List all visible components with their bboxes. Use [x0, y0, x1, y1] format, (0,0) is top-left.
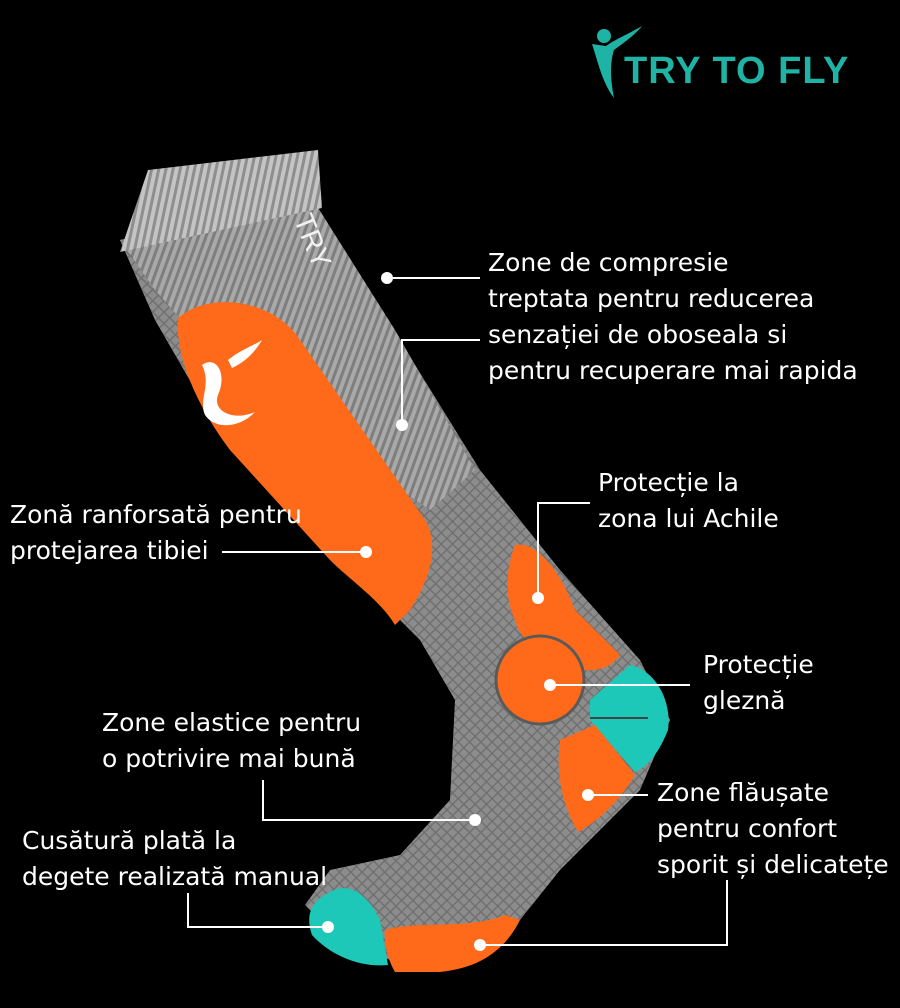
achilles-label: Protecție la zona lui Achile	[598, 468, 779, 533]
brand-name: TRY TO FLY	[624, 50, 850, 92]
seam-label: Cusătură plată la degete realizată manua…	[22, 826, 328, 891]
shin-guard-zone	[177, 302, 433, 625]
annotation-leaders	[187, 277, 728, 946]
flying-person-logo-icon	[592, 26, 642, 98]
sock-cuff	[120, 150, 322, 252]
terry-label: Zone flăușate pentru confort sporit și d…	[657, 778, 889, 879]
annotation-dots	[322, 272, 594, 951]
shin-logo-mark	[202, 362, 255, 426]
toe-teal-zone	[309, 888, 388, 966]
brand-logo: TRY TO FLY	[584, 22, 864, 102]
shin-label: Zonă ranforsată pentru protejarea tibiei	[10, 500, 302, 565]
ankle-protection-zone	[494, 634, 586, 726]
compression-label: Zone de compresie treptata pentru reduce…	[488, 248, 858, 385]
elastic-label: Zone elastice pentru o potrivire mai bun…	[102, 708, 362, 773]
terry-zone	[558, 725, 635, 832]
ankle-label: Protecție gleznă	[703, 650, 814, 715]
sole-zone	[384, 915, 520, 972]
